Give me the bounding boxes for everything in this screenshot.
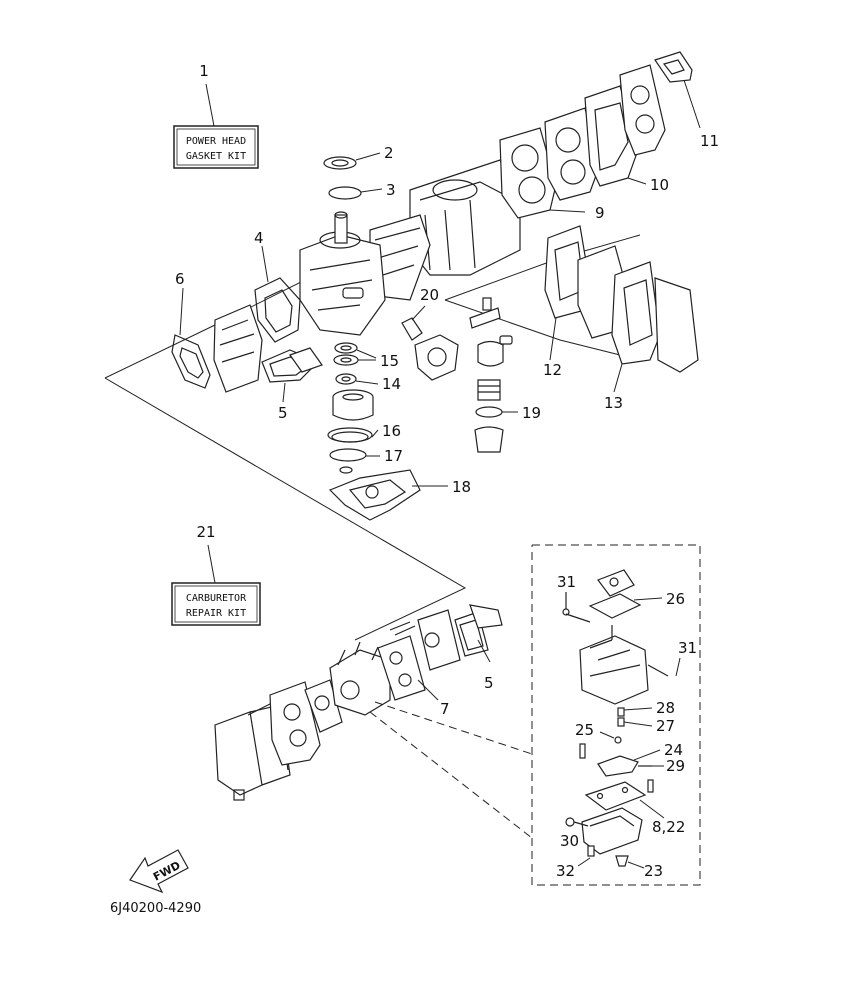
- callout-15: 15: [380, 352, 399, 370]
- carburetor-line1: CARBURETOR: [186, 593, 247, 604]
- callout-16: 16: [382, 422, 401, 440]
- lower-casing-parts: 16 17 18: [327, 389, 471, 521]
- callout-18: 18: [452, 478, 471, 496]
- callout-28: 28: [656, 699, 675, 717]
- callout-31-right: 31: [678, 639, 697, 657]
- callout-9: 9: [595, 204, 605, 222]
- callout-10: 10: [650, 176, 669, 194]
- callout-23: 23: [644, 862, 663, 880]
- callout-14: 14: [382, 375, 401, 393]
- callout-27: 27: [656, 717, 675, 735]
- carburetor-kit-label: 21 CARBURETOR REPAIR KIT: [171, 523, 261, 626]
- callout-29: 29: [666, 757, 685, 775]
- cylinder-head-group: 9 10 11: [499, 51, 719, 222]
- callout-7: 7: [440, 700, 450, 718]
- engine-block: [369, 159, 521, 301]
- callout-5-lower: 5: [484, 674, 494, 692]
- callout-24: 24: [664, 741, 683, 759]
- seal-parts-top: 2 3: [323, 144, 396, 200]
- callout-5-upper: 5: [278, 404, 288, 422]
- callout-4: 4: [254, 229, 264, 247]
- callout-32: 32: [556, 862, 575, 880]
- callout-6: 6: [175, 270, 185, 288]
- callout-2: 2: [384, 144, 394, 162]
- fwd-arrow-icon: FWD: [129, 849, 189, 894]
- diagram-code: 6J40200-4290: [110, 901, 201, 916]
- callout-19: 19: [522, 404, 541, 422]
- gasket-4: 4: [254, 229, 301, 343]
- carburetor-line2: REPAIR KIT: [186, 608, 246, 619]
- callout-3: 3: [386, 181, 396, 199]
- callout-20: 20: [420, 286, 439, 304]
- callout-30: 30: [560, 832, 579, 850]
- callout-17: 17: [384, 447, 403, 465]
- carburetor-body-group: 7 5: [329, 604, 503, 718]
- exhaust-cover-group: 12 13: [543, 225, 699, 412]
- intake-silencer-group: [214, 679, 343, 801]
- callout-1: 1: [199, 62, 209, 80]
- callout-12: 12: [543, 361, 562, 379]
- reed-valve-group: 5: [213, 304, 323, 422]
- callout-11: 11: [700, 132, 719, 150]
- thermostat-group: 19: [469, 297, 541, 453]
- lower-bearings: 15 14: [333, 342, 401, 393]
- gasket-20-and-pump: 20: [401, 286, 459, 381]
- power-head-kit-label: 1 POWER HEAD GASKET KIT: [173, 62, 259, 169]
- callout-26: 26: [666, 590, 685, 608]
- gasket-6: 6: [171, 270, 211, 389]
- detail-leaders: [369, 701, 533, 839]
- callout-31-left: 31: [557, 573, 576, 591]
- carburetor-detail-box: 31 26 31 28 27 25 24 29: [531, 544, 701, 886]
- power-head-line2: GASKET KIT: [186, 151, 246, 162]
- callout-13: 13: [604, 394, 623, 412]
- power-head-line1: POWER HEAD: [186, 136, 246, 147]
- callout-8-22: 8,22: [652, 818, 685, 836]
- crankcase: [299, 211, 386, 336]
- callout-25: 25: [575, 721, 594, 739]
- callout-21: 21: [196, 523, 215, 541]
